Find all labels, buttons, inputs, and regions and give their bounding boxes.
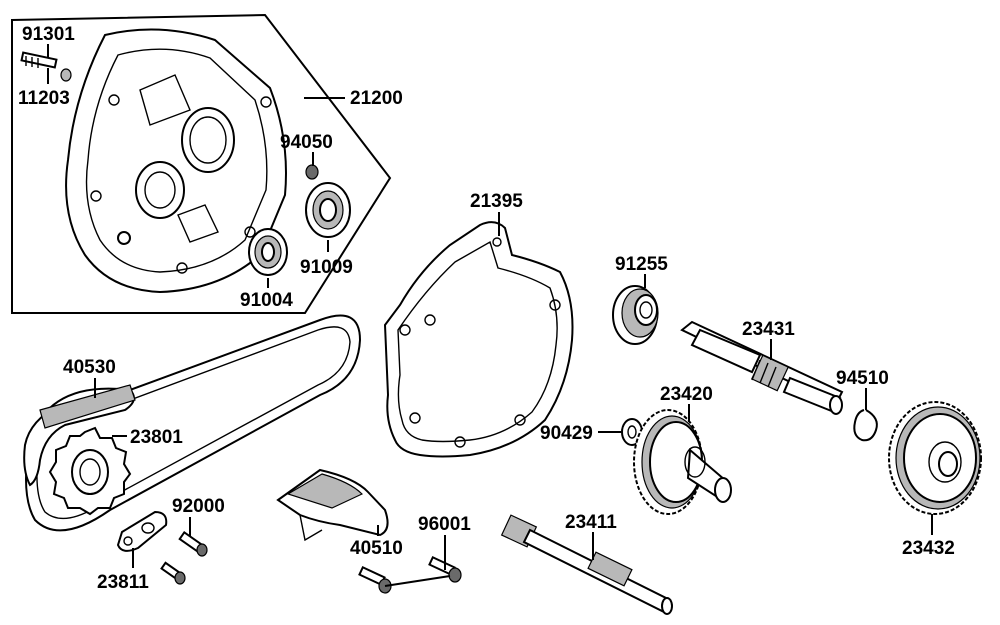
sprocket-plate <box>116 510 168 552</box>
stud-bolt <box>20 51 58 69</box>
bolt-96001-b <box>358 565 392 594</box>
part-label-40530: 40530 <box>63 357 116 378</box>
bolt-92000-a <box>178 531 208 557</box>
part-label-40510: 40510 <box>350 538 403 559</box>
bearing-91009 <box>305 182 351 238</box>
part-label-23411: 23411 <box>565 512 617 533</box>
stud-nut <box>60 68 72 82</box>
drive-sprocket <box>48 426 132 516</box>
part-label-94050: 94050 <box>280 132 333 153</box>
chain-guide <box>276 468 389 542</box>
nut-94050 <box>305 164 319 180</box>
part-label-21200: 21200 <box>350 88 403 109</box>
part-label-23801: 23801 <box>130 427 183 448</box>
counter-gear <box>633 409 732 515</box>
part-label-91301: 91301 <box>22 24 75 45</box>
part-label-94510: 94510 <box>836 368 889 389</box>
part-label-90429: 90429 <box>540 423 593 444</box>
part-label-91255: 91255 <box>615 254 668 275</box>
part-label-92000: 92000 <box>172 496 225 517</box>
transmission-cover <box>65 28 287 294</box>
part-label-96001: 96001 <box>418 514 471 535</box>
part-label-21395: 21395 <box>470 191 523 212</box>
bolt-92000-b <box>160 561 186 585</box>
gasket <box>383 221 574 458</box>
bearing-91004 <box>248 228 288 276</box>
leader-lines <box>47 44 933 587</box>
part-label-91004: 91004 <box>240 290 293 311</box>
circlip <box>853 409 878 442</box>
part-label-23420: 23420 <box>660 384 713 405</box>
part-label-23811: 23811 <box>97 572 149 593</box>
bearing-91255 <box>612 285 659 345</box>
drive-shaft <box>500 514 673 615</box>
counter-shaft <box>680 320 844 415</box>
part-label-23432: 23432 <box>902 538 955 559</box>
group-outline-box <box>11 13 392 314</box>
part-label-11203: 11203 <box>18 88 70 109</box>
drive-chain <box>23 314 362 532</box>
part-label-23431: 23431 <box>742 319 795 340</box>
bolt-96001-a <box>428 555 462 583</box>
final-gear <box>888 401 982 515</box>
part-label-91009: 91009 <box>300 257 353 278</box>
